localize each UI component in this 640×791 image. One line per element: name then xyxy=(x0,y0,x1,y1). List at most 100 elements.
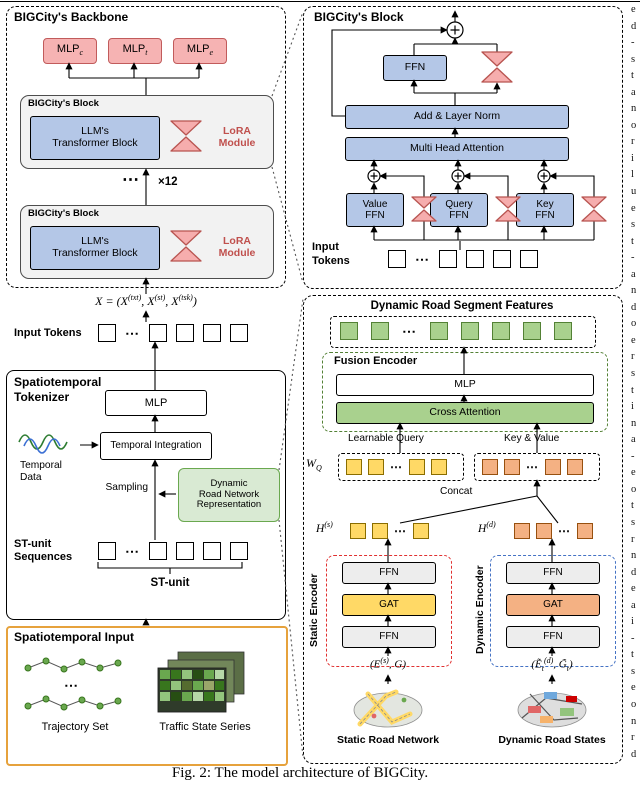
learnable-query-label: Learnable Query xyxy=(348,433,424,445)
formula-part: X xyxy=(95,294,103,308)
edge-text-fragment: t xyxy=(631,70,634,82)
token-square xyxy=(98,324,116,342)
edge-text-fragment: s xyxy=(631,516,636,528)
key-value-label: Key & Value xyxy=(504,433,560,445)
edge-text-fragment: t xyxy=(631,500,634,512)
concat-label: Concat xyxy=(440,486,473,498)
token-square xyxy=(466,250,484,268)
formula-part: , X xyxy=(165,294,179,308)
feature-square xyxy=(340,322,358,340)
st-unit-seq-label-2: Sequences xyxy=(14,551,73,563)
ellipsis: ⋯ xyxy=(526,460,539,474)
kv-token-square xyxy=(545,459,561,475)
edge-text-fragment: n xyxy=(631,103,637,115)
spatiotemporal-input-title: Spatiotemporal Input xyxy=(14,630,134,644)
edge-text-fragment: o xyxy=(631,483,637,495)
edge-text-fragment: - xyxy=(631,252,635,264)
learnable-query-row: ⋯ xyxy=(346,459,447,475)
token-square xyxy=(176,542,194,560)
edge-text-fragment: a xyxy=(631,599,636,611)
edge-text-fragment: d xyxy=(631,301,637,313)
static-ffn-bottom-box: FFN xyxy=(342,626,436,648)
edge-text-fragment: l xyxy=(631,169,634,181)
feature-square xyxy=(371,322,389,340)
edge-text-fragment: e xyxy=(631,4,636,15)
static-encoder-box xyxy=(326,555,452,667)
edge-text-fragment: i xyxy=(631,152,634,164)
static-ffn-top-box: FFN xyxy=(342,562,436,584)
temporal-integration-box: Temporal Integration xyxy=(100,432,212,460)
kv-token-square xyxy=(567,459,583,475)
static-encoder-label: Static Encoder xyxy=(308,573,320,647)
dynamic-road-states-icon xyxy=(517,692,587,728)
edge-text-fragment: s xyxy=(631,53,636,65)
input-tokens-row: ⋯ xyxy=(98,324,248,342)
mlp-head-2: MLPt xyxy=(108,38,162,64)
query-token-square xyxy=(409,459,425,475)
edge-text-fragment: e xyxy=(631,682,636,694)
edge-text-fragment: o xyxy=(631,318,637,330)
hd-row: ⋯ xyxy=(514,523,593,539)
edge-text-fragment: n xyxy=(631,417,637,429)
edge-text-fragment: o xyxy=(631,698,637,710)
dynamic-encoder-box xyxy=(490,555,616,667)
feature-square xyxy=(461,322,479,340)
edge-text-fragment: i xyxy=(631,616,634,628)
edge-text-fragment: t xyxy=(631,235,634,247)
backbone-title: BIGCity's Backbone xyxy=(14,10,129,24)
kv-token-square xyxy=(482,459,498,475)
edge-text-fragment: r xyxy=(631,351,635,363)
token-square xyxy=(149,542,167,560)
static-road-network-label: Static Road Network xyxy=(336,734,440,746)
feature-square xyxy=(492,322,510,340)
block-2-label: BIGCity's Block xyxy=(28,208,99,219)
edge-text-fragment: s xyxy=(631,665,636,677)
tokenizer-title-2: Tokenizer xyxy=(14,390,70,404)
hd-label: H(d) xyxy=(478,520,496,535)
edge-text-fragment: d xyxy=(631,748,637,760)
token-square xyxy=(439,250,457,268)
static-input-formula: (E(s), G) xyxy=(370,656,406,671)
block-input-label-1: Input xyxy=(312,241,339,253)
mlp-head-1: MLPc xyxy=(43,38,97,64)
traffic-state-series-label: Traffic State Series xyxy=(159,721,251,733)
hs-token-square xyxy=(372,523,388,539)
st-unit-sequence-row: ⋯ xyxy=(98,542,248,560)
static-road-network-icon xyxy=(353,689,423,728)
ellipsis: ⋯ xyxy=(402,322,417,339)
mlp-head-label: MLPt xyxy=(122,43,148,58)
input-formula: X = (X(txt), X(st), X(tsk)) xyxy=(20,293,272,309)
hd-token-square xyxy=(536,523,552,539)
road-detail-title: Dynamic Road Segment Features xyxy=(370,300,554,312)
edge-text-fragment: s xyxy=(631,368,636,380)
hd-token-square xyxy=(577,523,593,539)
learnable-query-container xyxy=(338,453,464,481)
add-layer-norm-box: Add & Layer Norm xyxy=(345,105,569,129)
fusion-mlp-box: MLP xyxy=(336,374,594,396)
query-token-square xyxy=(368,459,384,475)
edge-text-fragment: d xyxy=(631,20,637,32)
ellipsis: ⋯ xyxy=(125,324,140,341)
token-square xyxy=(203,324,221,342)
token-square xyxy=(98,542,116,560)
edge-text-fragment: a xyxy=(631,268,636,280)
token-square xyxy=(203,542,221,560)
token-square xyxy=(176,324,194,342)
temporal-data-label-2: Data xyxy=(20,472,42,483)
edge-text-fragment: n xyxy=(631,715,637,727)
trajectory-set-icon: ⋯ xyxy=(24,657,122,711)
edge-text-fragment: d xyxy=(631,566,637,578)
multi-head-attention-box: Multi Head Attention xyxy=(345,137,569,161)
cross-attention-box: Cross Attention xyxy=(336,402,594,424)
formula-part: (tsk) xyxy=(178,293,193,302)
dynamic-ffn-bottom-box: FFN xyxy=(506,626,600,648)
tokenizer-mlp-box: MLP xyxy=(105,390,207,416)
